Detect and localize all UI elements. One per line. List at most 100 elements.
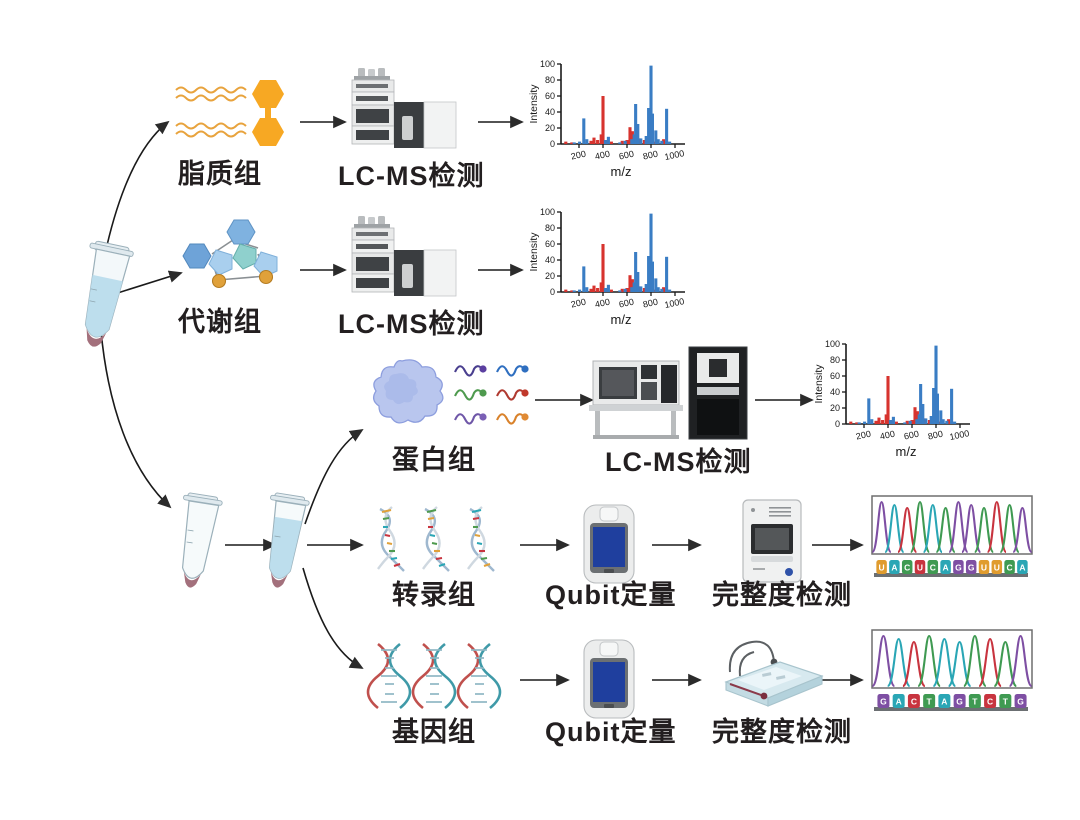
- svg-text:A: A: [1019, 563, 1025, 573]
- svg-text:G: G: [956, 697, 963, 707]
- label-transcriptome: 转录组: [392, 580, 476, 610]
- label-lcms-1: LC-MS检测: [338, 161, 485, 191]
- svg-text:200: 200: [855, 429, 872, 442]
- metabolite-molecule-icon: [182, 219, 278, 289]
- svg-text:200: 200: [570, 149, 587, 162]
- arrow-tube3-to-genome: [302, 567, 364, 669]
- bioanalyzer-icon: [742, 499, 802, 583]
- svg-text:40: 40: [545, 107, 555, 117]
- lcms-bench-instrument-icon: [589, 346, 748, 440]
- arrow-tube3-to-proteome: [304, 428, 364, 525]
- label-lipidome: 脂质组: [178, 159, 262, 189]
- lcms-instrument-icon: [351, 216, 457, 297]
- svg-text:A: A: [891, 563, 897, 573]
- svg-text:U: U: [917, 563, 923, 573]
- svg-text:G: G: [955, 563, 962, 573]
- svg-text:0: 0: [550, 287, 555, 297]
- svg-text:100: 100: [825, 339, 840, 349]
- svg-text:A: A: [943, 563, 949, 573]
- source-sample-tube: [84, 240, 134, 347]
- svg-text:600: 600: [618, 149, 635, 162]
- label-qubit-dna: Qubit定量: [545, 717, 677, 747]
- rna-strand: [422, 506, 450, 572]
- lcms-instrument-icon: [351, 68, 457, 149]
- svg-text:100: 100: [540, 59, 555, 69]
- rna-strand: [467, 506, 495, 572]
- svg-text:200: 200: [570, 297, 587, 310]
- svg-text:T: T: [1003, 697, 1009, 707]
- svg-text:C: C: [1007, 563, 1013, 573]
- svg-text:20: 20: [545, 271, 555, 281]
- svg-text:Intensity: Intensity: [528, 84, 540, 124]
- solvent-bottles: [354, 216, 390, 228]
- label-lcms-2: LC-MS检测: [338, 309, 485, 339]
- svg-text:U: U: [981, 563, 987, 573]
- qubit-fluorometer-icon: [583, 504, 635, 584]
- svg-text:0: 0: [835, 419, 840, 429]
- arrow-source-to-tube2: [100, 330, 172, 509]
- svg-text:100: 100: [540, 207, 555, 217]
- svg-text:T: T: [972, 697, 978, 707]
- svg-text:U: U: [994, 563, 1000, 573]
- protein-peptide-icon: [454, 365, 529, 425]
- svg-text:Intensity: Intensity: [528, 232, 540, 272]
- tube-with-lysate: [268, 492, 310, 588]
- svg-text:400: 400: [879, 429, 896, 442]
- svg-text:20: 20: [830, 403, 840, 413]
- svg-text:C: C: [987, 697, 993, 707]
- svg-text:C: C: [904, 563, 910, 573]
- svg-text:1000: 1000: [664, 296, 686, 310]
- svg-text:m/z: m/z: [896, 444, 917, 459]
- svg-text:T: T: [927, 697, 933, 707]
- protein-blob-icon: [372, 359, 444, 424]
- dna-helix: [456, 642, 502, 710]
- svg-text:G: G: [880, 697, 887, 707]
- solvent-bottles: [354, 68, 390, 80]
- arrow-source-to-metabolome: [107, 270, 183, 297]
- gel-electrophoresis-icon: [724, 640, 824, 707]
- label-genome: 基因组: [392, 717, 476, 747]
- svg-text:20: 20: [545, 123, 555, 133]
- svg-text:60: 60: [545, 91, 555, 101]
- svg-text:800: 800: [642, 297, 659, 310]
- svg-text:800: 800: [927, 429, 944, 442]
- dna-helix: [366, 642, 412, 710]
- svg-text:G: G: [1017, 697, 1024, 707]
- svg-text:C: C: [930, 563, 936, 573]
- label-qc-dna: 完整度检测: [712, 717, 852, 747]
- lipid-molecule-icon: [175, 80, 284, 146]
- dna-helix: [411, 642, 457, 710]
- svg-text:C: C: [911, 697, 917, 707]
- svg-text:80: 80: [545, 223, 555, 233]
- tube-empty: [181, 492, 223, 588]
- svg-text:40: 40: [545, 255, 555, 265]
- svg-text:600: 600: [618, 297, 635, 310]
- svg-text:1000: 1000: [664, 148, 686, 162]
- label-lcms-3: LC-MS检测: [605, 447, 752, 477]
- svg-text:60: 60: [545, 239, 555, 249]
- svg-text:m/z: m/z: [611, 164, 632, 179]
- dna-helix-icon: [366, 642, 502, 710]
- svg-text:G: G: [968, 563, 975, 573]
- svg-text:80: 80: [545, 75, 555, 85]
- svg-text:400: 400: [594, 297, 611, 310]
- svg-text:400: 400: [594, 149, 611, 162]
- svg-text:0: 0: [550, 139, 555, 149]
- svg-text:1000: 1000: [949, 428, 971, 442]
- rna-strand-icon: [377, 506, 495, 572]
- label-proteome: 蛋白组: [392, 445, 476, 475]
- svg-text:Intensity: Intensity: [813, 364, 825, 404]
- svg-text:A: A: [941, 697, 947, 707]
- svg-text:600: 600: [903, 429, 920, 442]
- label-qubit-rna: Qubit定量: [545, 580, 677, 610]
- svg-text:A: A: [896, 697, 902, 707]
